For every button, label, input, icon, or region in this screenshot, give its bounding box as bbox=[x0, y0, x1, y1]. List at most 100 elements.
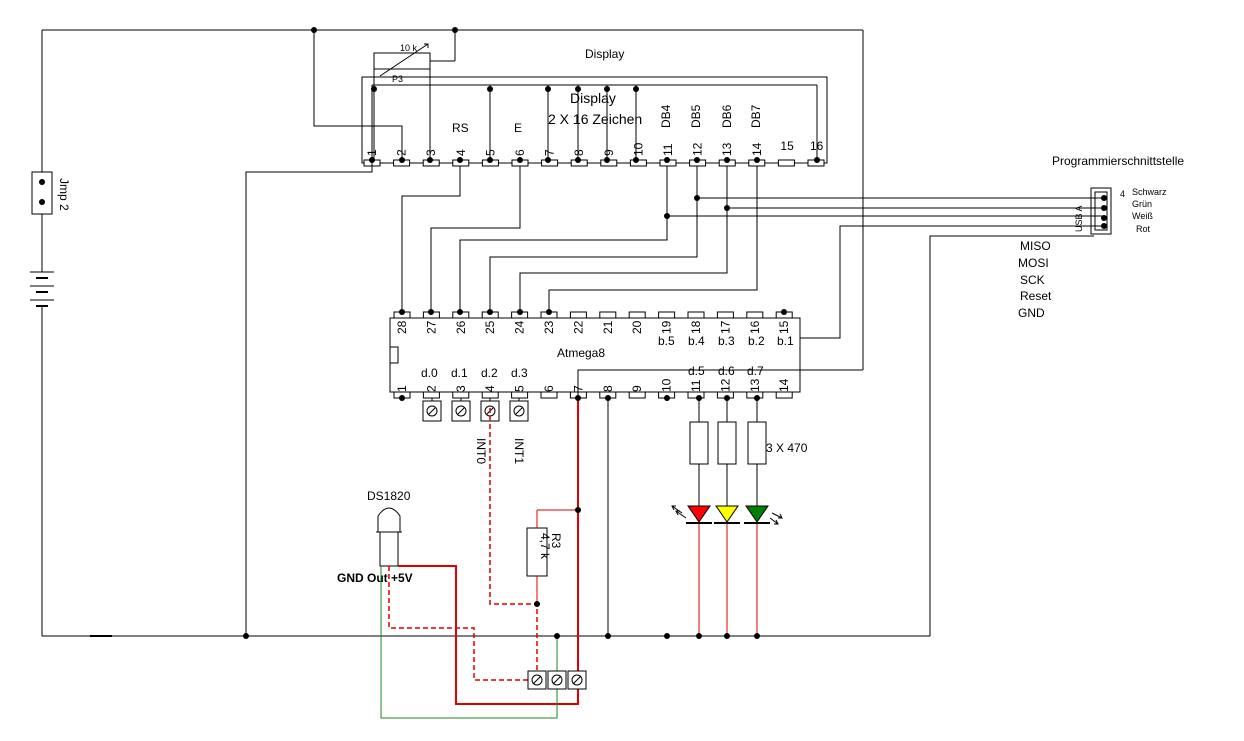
mcu-pin-label: 23 bbox=[542, 320, 556, 334]
mcu-pin-label: 3 bbox=[454, 385, 468, 392]
mcu-pin-label: 13 bbox=[748, 378, 762, 392]
signal-sck: SCK bbox=[1020, 273, 1045, 287]
mcu-pin-9 bbox=[628, 391, 646, 399]
signal-mosi: MOSI bbox=[1018, 256, 1049, 270]
port-d3: d.3 bbox=[511, 366, 528, 380]
mcu-pin-label: 1 bbox=[395, 385, 409, 392]
led-resistor-2 bbox=[747, 421, 767, 465]
port-d0: d.0 bbox=[421, 366, 438, 380]
lcd-pin-label: 12 bbox=[691, 142, 705, 156]
mcu-pin-label: 12 bbox=[718, 378, 732, 392]
button-0 bbox=[422, 398, 442, 422]
wire-color-white: Weiß bbox=[1132, 211, 1153, 221]
mcu-pin-label: 5 bbox=[513, 385, 527, 392]
int1-label: INT1 bbox=[512, 438, 526, 464]
signal-reset: Reset bbox=[1020, 289, 1052, 303]
wire-color-green: Grün bbox=[1132, 199, 1152, 209]
wire-color-red: Rot bbox=[1136, 224, 1151, 234]
r3-resistor: 4,7 k R3 bbox=[526, 509, 578, 604]
mcu-pin-label: 6 bbox=[542, 385, 556, 392]
mcu-pin-label: 21 bbox=[601, 320, 615, 334]
mcu-pin-21 bbox=[599, 311, 617, 319]
lcd-pin-label: 8 bbox=[572, 149, 586, 156]
mcu-pin-label: 18 bbox=[689, 320, 703, 334]
lcd-pin-label: 4 bbox=[454, 149, 468, 156]
lcd-pin-label: 15 bbox=[780, 139, 794, 153]
mcu-name: Atmega8 bbox=[557, 346, 605, 360]
lcd-pin-label: 6 bbox=[513, 149, 527, 156]
sensor-pin-labels: GND Out +5V bbox=[337, 571, 413, 585]
port-b5: b.5 bbox=[658, 334, 675, 348]
int0-label: INT0 bbox=[474, 438, 488, 464]
signal-gnd: GND bbox=[1018, 306, 1045, 320]
mcu-pin-label: 25 bbox=[483, 320, 497, 334]
junction-dots bbox=[243, 27, 820, 639]
display-rs-label: RS bbox=[452, 121, 469, 135]
mcu-pin-label: 10 bbox=[660, 378, 674, 392]
lcd-pin-label: 14 bbox=[750, 142, 764, 156]
mcu-pin-label: 19 bbox=[660, 320, 674, 334]
mcu-pin-label: 15 bbox=[777, 320, 791, 334]
port-d5: d.5 bbox=[688, 364, 705, 378]
display-wiring bbox=[245, 30, 758, 636]
mcu-pin-label: 26 bbox=[454, 320, 468, 334]
mcu-pin-label: 2 bbox=[424, 385, 438, 392]
port-b1: b.1 bbox=[777, 334, 794, 348]
mcu-pin-20 bbox=[628, 311, 646, 319]
lcd-pin-label: 3 bbox=[424, 149, 438, 156]
port-b4: b.4 bbox=[688, 334, 705, 348]
mcu-pin-19 bbox=[658, 311, 676, 319]
sensor-connector bbox=[527, 670, 587, 690]
lcd-pin-label: 9 bbox=[602, 149, 616, 156]
display-db5-label: DB5 bbox=[689, 104, 703, 128]
led-red bbox=[687, 505, 711, 523]
port-d1: d.1 bbox=[451, 366, 468, 380]
sensor-wiring bbox=[380, 398, 579, 719]
display-title-top: Display bbox=[585, 47, 624, 61]
mcu-pin-14 bbox=[775, 391, 793, 399]
lcd-pin-label: 13 bbox=[720, 142, 734, 156]
mcu-pin-label: 14 bbox=[777, 378, 791, 392]
ds1820-sensor: DS1820 GND Out +5V bbox=[337, 489, 413, 585]
r3-name: R3 bbox=[549, 533, 563, 549]
mcu-wiring bbox=[577, 369, 863, 636]
mcu-pin-label: 27 bbox=[424, 320, 438, 334]
mcu-pin-label: 20 bbox=[630, 320, 644, 334]
led-resistor-1 bbox=[717, 421, 737, 465]
potentiometer-p3: 10 k P3 bbox=[373, 30, 456, 160]
pot-name: P3 bbox=[392, 74, 403, 84]
lcd-pin-15 bbox=[777, 159, 795, 167]
jumper-label: Jmp 2 bbox=[57, 178, 71, 211]
button-1 bbox=[451, 398, 471, 422]
port-b3: b.3 bbox=[718, 334, 735, 348]
port-d2: d.2 bbox=[481, 366, 498, 380]
programming-interface: Programmierschnittstelle 4 Schwarz Grün … bbox=[667, 154, 1184, 636]
push-buttons: INT0 INT1 bbox=[422, 398, 529, 464]
mcu-pin-16 bbox=[746, 311, 764, 319]
led-resistor-label: 3 X 470 bbox=[766, 441, 808, 455]
mcu-pin-label: 24 bbox=[513, 320, 527, 334]
programmer-pin4: 4 bbox=[1120, 189, 1125, 199]
mcu-pin-label: 16 bbox=[748, 320, 762, 334]
lcd-pin-label: 16 bbox=[810, 139, 824, 153]
button-3 bbox=[509, 398, 529, 422]
led-yellow bbox=[715, 505, 739, 523]
mcu-pin-6 bbox=[540, 391, 558, 399]
mcu-pin-label: 9 bbox=[630, 385, 644, 392]
sensor-name: DS1820 bbox=[367, 489, 411, 503]
port-b2: b.2 bbox=[748, 334, 765, 348]
lcd-display: Display Display 2 X 16 Zeichen RS E DB4 … bbox=[361, 47, 828, 167]
lcd-pin-label: 7 bbox=[543, 149, 557, 156]
mcu-pin-17 bbox=[716, 311, 734, 319]
mcu-pin-label: 28 bbox=[395, 320, 409, 334]
port-d7: d.7 bbox=[747, 364, 764, 378]
mcu-pin-label: 22 bbox=[571, 320, 585, 334]
signal-miso: MISO bbox=[1020, 239, 1051, 253]
wire-color-black: Schwarz bbox=[1132, 187, 1167, 197]
jumper-jmp2: Jmp 2 bbox=[31, 171, 71, 272]
led-section: 3 X 470 bbox=[671, 398, 808, 636]
led-resistor-0 bbox=[689, 421, 709, 465]
display-title-inner: Display bbox=[570, 90, 616, 106]
